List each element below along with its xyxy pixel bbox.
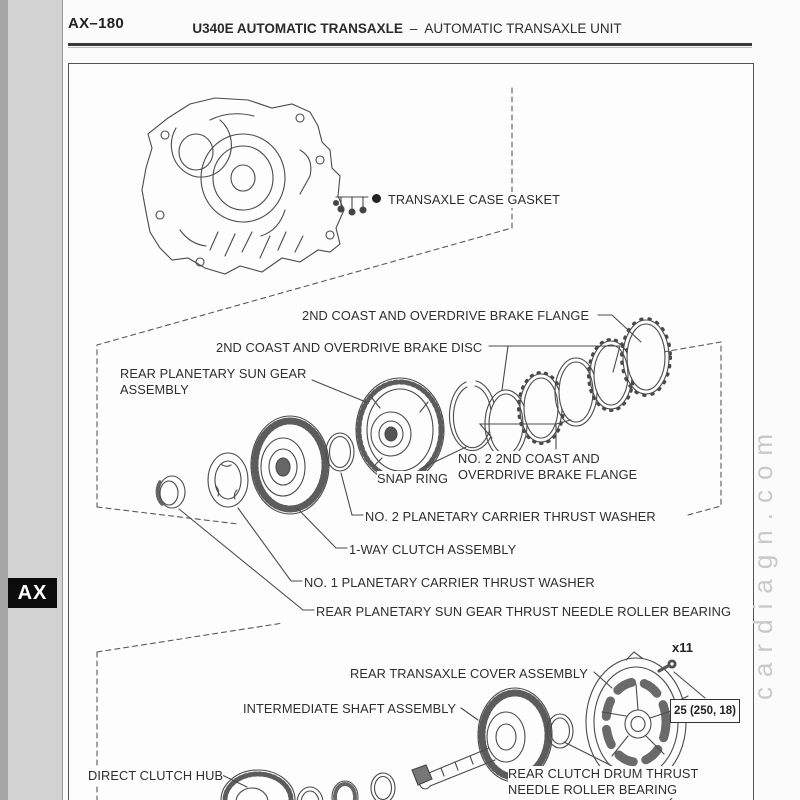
- page-title-rest: AUTOMATIC TRANSAXLE UNIT: [424, 21, 622, 36]
- label-sun-gear-assembly: REAR PLANETARY SUN GEAR ASSEMBLY: [120, 366, 307, 398]
- page-number: AX–180: [68, 15, 125, 32]
- section-tab: AX: [8, 578, 57, 608]
- label-brake-flange: 2ND COAST AND OVERDRIVE BRAKE FLANGE: [302, 308, 590, 324]
- label-brake-disc: 2ND COAST AND OVERDRIVE BRAKE DISC: [216, 340, 483, 356]
- label-rear-cover: REAR TRANSAXLE COVER ASSEMBLY: [350, 666, 588, 682]
- scan-left-margin: [0, 0, 62, 800]
- label-direct-clutch-hub: DIRECT CLUTCH HUB: [88, 768, 224, 784]
- page-title-separator: –: [409, 21, 418, 36]
- watermark: cardiagn.com: [748, 423, 778, 700]
- label-intermediate-shaft: INTERMEDIATE SHAFT ASSEMBLY: [243, 701, 457, 717]
- label-rear-clutch-bearing: REAR CLUTCH DRUM THRUST NEEDLE ROLLER BE…: [508, 766, 699, 798]
- bolt-count-label: x11: [672, 640, 693, 655]
- label-transaxle-case-gasket: TRANSAXLE CASE GASKET: [388, 192, 561, 208]
- header-rule: [68, 43, 752, 46]
- label-no2-thrust-washer: NO. 2 PLANETARY CARRIER THRUST WASHER: [365, 509, 656, 525]
- label-sun-gear-bearing: REAR PLANETARY SUN GEAR THRUST NEEDLE RO…: [316, 604, 732, 620]
- torque-spec-box: 25 (250, 18): [670, 699, 740, 723]
- label-one-way-clutch: 1-WAY CLUTCH ASSEMBLY: [349, 542, 517, 558]
- label-no2-flange: NO. 2 2ND COAST AND OVERDRIVE BRAKE FLAN…: [458, 451, 638, 483]
- scan-spine-strip: [0, 0, 8, 800]
- label-snap-ring: SNAP RING: [377, 471, 449, 487]
- page-edge-line: [62, 0, 63, 800]
- section-tab-label: AX: [17, 581, 48, 604]
- page-title-bold: U340E AUTOMATIC TRANSAXLE: [192, 21, 403, 36]
- page-title: U340E AUTOMATIC TRANSAXLE–AUTOMATIC TRAN…: [62, 21, 752, 36]
- header-rule-shadow: [68, 47, 752, 48]
- bullet-icon: [372, 194, 381, 203]
- label-no1-thrust-washer: NO. 1 PLANETARY CARRIER THRUST WASHER: [304, 575, 595, 591]
- figure-frame: [68, 63, 754, 800]
